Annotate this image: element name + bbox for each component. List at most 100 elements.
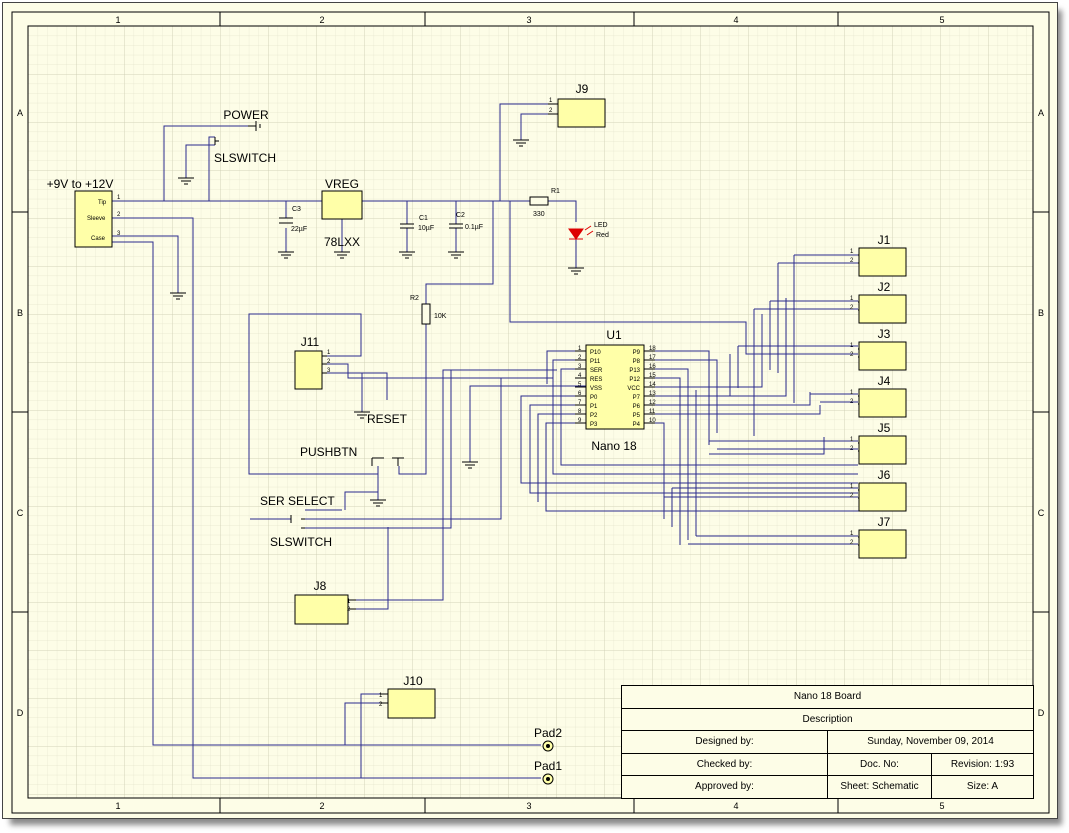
c1-label: C1 xyxy=(419,215,428,222)
u1-right-pin-number: 12 xyxy=(649,400,656,406)
j11-pin-2: 2 xyxy=(327,359,331,365)
title-block-description: Description xyxy=(622,709,1033,731)
zone-col-4-top: 4 xyxy=(733,15,738,25)
u1-left-pin-name: P10 xyxy=(590,350,601,356)
u1-right-pin-number: 16 xyxy=(649,364,656,370)
zone-col-1-top: 1 xyxy=(115,15,120,25)
u1-left-pin-number: 6 xyxy=(578,391,582,397)
connector-j4-label: J4 xyxy=(878,374,891,388)
j10-body xyxy=(387,688,436,719)
c2-label: C2 xyxy=(456,212,465,219)
j11-label: J11 xyxy=(301,335,320,349)
j9-body xyxy=(557,98,606,128)
u1-left-pin-number: 4 xyxy=(578,373,582,379)
u1-right-pin-name: P6 xyxy=(633,404,641,410)
title-block-designed-by: Designed by: xyxy=(622,731,828,754)
connector-j6-body xyxy=(858,482,907,512)
slswitch-bottom-label: SLSWITCH xyxy=(270,535,332,549)
u1-right-pin-name: P8 xyxy=(633,359,641,365)
r1-value: 330 xyxy=(533,211,545,218)
pushbtn-label: PUSHBTN xyxy=(300,445,357,459)
resistor-r2 xyxy=(421,303,431,325)
title-block-title: Nano 18 Board xyxy=(622,686,1033,709)
r2-value: 10K xyxy=(434,313,447,320)
connector-j7-pin-number-1: 1 xyxy=(850,531,854,537)
connector-j3-label: J3 xyxy=(878,327,891,341)
u1-right-pin-number: 17 xyxy=(649,355,656,361)
u1-left-pin-number: 5 xyxy=(578,382,582,388)
j9-pin-1: 1 xyxy=(549,98,553,104)
connector-j7-label: J7 xyxy=(878,515,891,529)
vreg-part-label: 78LXX xyxy=(324,235,360,249)
u1-right-pin-name: P9 xyxy=(633,350,641,356)
u1-left-pin-name: P3 xyxy=(590,422,598,428)
resistor-r1 xyxy=(529,196,549,206)
vreg-label: VREG xyxy=(325,177,359,191)
r2-label: R2 xyxy=(410,295,419,302)
connector-j5-pin-number-2: 2 xyxy=(850,446,854,452)
j8-pin-2: 2 xyxy=(347,607,351,613)
title-block-checked-by: Checked by: xyxy=(622,754,828,776)
j11-body xyxy=(294,350,323,390)
u1-left-pin-number: 8 xyxy=(578,409,582,415)
title-block: Nano 18 Board Description Designed by: S… xyxy=(621,685,1034,799)
push-button xyxy=(371,457,404,466)
title-block-sheet: Sheet: Schematic xyxy=(828,776,932,798)
u1-left-pin-name: RES xyxy=(590,377,602,383)
j11-pin-3: 3 xyxy=(327,368,331,374)
title-block-size: Size: A xyxy=(966,781,999,792)
j8-pin-1: 1 xyxy=(347,599,351,605)
j8-body xyxy=(294,594,349,625)
led-rays xyxy=(584,225,594,236)
vreg-body xyxy=(321,190,363,220)
zone-row-d-right: D xyxy=(1038,708,1045,718)
j10-pin-1: 1 xyxy=(379,693,383,699)
zone-row-d-left: D xyxy=(17,708,24,718)
capacitor-c2 xyxy=(449,223,463,229)
r1-label: R1 xyxy=(551,188,560,195)
connector-pins xyxy=(322,103,558,704)
power-switch xyxy=(248,121,261,131)
pad1-label: Pad1 xyxy=(534,759,562,773)
u1-right-pin-number: 15 xyxy=(649,373,656,379)
u1-part-label: Nano 18 xyxy=(591,439,637,453)
connector-j5-body xyxy=(858,435,907,465)
jack-pin-num-2: 2 xyxy=(117,212,121,218)
power-switch-contacts xyxy=(214,137,219,145)
u1-right-pin-name: P12 xyxy=(629,377,640,383)
u1-right-pin-number: 11 xyxy=(649,409,656,415)
connector-j1-pin-number-1: 1 xyxy=(850,249,854,255)
led-color-label: Red xyxy=(596,232,609,239)
connector-j7-pin-number-2: 2 xyxy=(850,540,854,546)
u1-left-pin-name: SER xyxy=(590,368,603,374)
wiring xyxy=(112,103,859,779)
u1-right-pin-name: P4 xyxy=(633,422,641,428)
power-label: POWER xyxy=(223,108,269,122)
ser-select-label: SER SELECT xyxy=(260,494,335,508)
title-block-approved-by: Approved by: xyxy=(622,776,828,798)
jack-pin-sleeve: Sleeve xyxy=(87,216,106,222)
slswitch-top-label: SLSWITCH xyxy=(214,151,276,165)
zone-col-1-bottom: 1 xyxy=(115,801,120,811)
u1-left-pin-name: P2 xyxy=(590,413,598,419)
j10-label: J10 xyxy=(403,674,423,688)
u1-right-pin-name: P5 xyxy=(633,413,641,419)
zone-row-b-left: B xyxy=(17,308,23,318)
u1-right-pin-number: 13 xyxy=(649,391,656,397)
connector-j6-pin-number-2: 2 xyxy=(850,493,854,499)
zone-row-a-left: A xyxy=(17,108,23,118)
connector-j6-label: J6 xyxy=(878,468,891,482)
jack-pin-num-3: 3 xyxy=(117,231,121,237)
zone-col-5-top: 5 xyxy=(939,15,944,25)
connector-j2-label: J2 xyxy=(878,280,891,294)
u1-left-pin-name: VSS xyxy=(590,386,602,392)
connector-j1-label: J1 xyxy=(878,233,891,247)
j9-pin-2: 2 xyxy=(549,108,553,114)
u1-left-pin-number: 1 xyxy=(578,346,582,352)
connector-j1-body xyxy=(858,247,907,277)
title-block-date: Sunday, November 09, 2014 xyxy=(828,731,1033,754)
c1-value: 10µF xyxy=(418,225,434,232)
j8-label: J8 xyxy=(314,579,327,593)
